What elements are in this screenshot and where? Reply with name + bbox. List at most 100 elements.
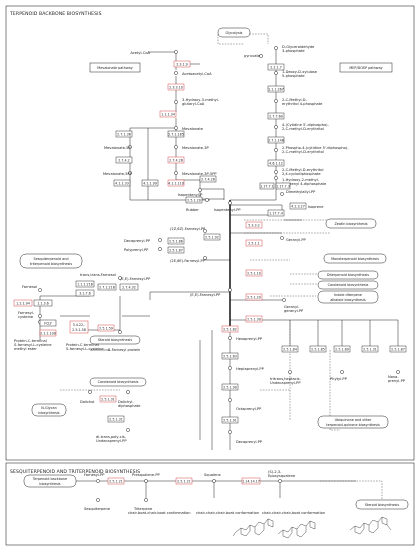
cpd-glyceraldehyde[interactable] (274, 46, 278, 50)
enzyme-2-5-1-10[interactable]: 2.5.1.10 (245, 269, 263, 277)
cpd-rubber[interactable] (205, 198, 209, 202)
map-ubiquinone[interactable]: Ubiquinone and other terpenoid-quinone b… (317, 415, 389, 429)
cpd-s-farnesyl-protein[interactable] (118, 330, 122, 334)
cpd-decaprenyl-pp[interactable] (158, 238, 162, 242)
enzyme-3-1-7-6[interactable]: 3.1.7.6 (75, 289, 95, 297)
enzyme-2-5-1-90[interactable]: 2.5.1.90 (221, 383, 239, 391)
cpd-dolichyl-pp[interactable] (126, 390, 130, 394)
cpd-decaprenyl-pp2[interactable] (228, 430, 232, 434)
map-sesqui-triterpenoid[interactable]: Sesquiterpenoid and triterpenoid biosynt… (19, 253, 83, 269)
map-mep-doxp[interactable]: MEP/DOXP pathway (339, 62, 393, 73)
enzyme-2-5-1-1[interactable]: 2.5.1.1 (245, 239, 263, 247)
enzyme-4-6-1-12[interactable]: 4.6.1.12 (267, 159, 285, 167)
enzyme-1-17-7-3[interactable]: 1.17.7.3 (275, 182, 291, 190)
cpd-nonaprenyl-pp[interactable] (396, 370, 400, 374)
enzyme-2-5-1-21[interactable]: 2.5.1.21 (107, 477, 125, 485)
enzyme-2-5-1-31-left[interactable]: 2.5.1.31 (99, 395, 117, 403)
cpd-undecaprenyl-pp[interactable] (126, 428, 130, 432)
cpd-acetyl-coa[interactable] (174, 50, 178, 54)
map-monoterpenoid[interactable]: Monoterpenoid biosynthesis (323, 253, 387, 264)
cpd-geranylgeranyl-pp[interactable] (282, 298, 286, 302)
cpd-octaprenyl-pp[interactable] (228, 398, 232, 402)
enzyme-2-5-1-89[interactable]: 2.5.1.89 (333, 345, 351, 353)
enzyme-2-5-1-31-left-b[interactable]: 2.5.1.31 (107, 415, 125, 423)
enzyme-4-2-3-27[interactable]: 4.2.3.27 (289, 202, 307, 210)
enzyme-1-1-3-6[interactable]: 1.1.3.6 (33, 299, 53, 307)
enzyme-2-5-1-31[interactable]: 2.5.1.31 (361, 345, 379, 353)
cpd-cdp-mep[interactable] (274, 148, 278, 152)
cpd-triterpene[interactable] (144, 498, 148, 502)
enzyme-2-3-3-10[interactable]: 2.3.3.10 (167, 83, 185, 91)
cpd-epoxysqualene[interactable] (278, 479, 282, 483)
cpd-hmg-coa[interactable] (174, 100, 178, 104)
enzyme-2-5-1-20[interactable]: 2.5.1.20 (185, 196, 203, 204)
cpd-mevalonate-3p5pp[interactable] (174, 171, 178, 175)
cpd-phytyl-pp[interactable] (340, 370, 344, 374)
enzyme-2-7-1-148[interactable]: 2.7.1.148 (267, 136, 285, 144)
map-terpenoid-backbone-bottom[interactable]: Terpenoid backbone biosynthesis (23, 474, 77, 488)
map-n-glycan[interactable]: N-Glycan biosynthesis (31, 403, 67, 417)
enzyme-1-1-1-216[interactable]: 1.1.1.216 (75, 280, 95, 288)
enzyme-4-1-1-110[interactable]: 4.1.1.110 (167, 179, 185, 187)
cpd-tetrahexa[interactable] (288, 370, 292, 374)
enzyme-2-5-1-82[interactable]: 2.5.1.82 (221, 325, 239, 333)
cpd-mep[interactable] (274, 99, 278, 103)
enzyme-2-5-1-83[interactable]: 2.5.1.83 (221, 352, 239, 360)
enzyme-2-7-4-26-b[interactable]: 2.7.4.26 (199, 175, 217, 183)
enzyme-2-5-1-87b[interactable]: 2.5.1.87 (389, 345, 407, 353)
map-carotenoid[interactable]: Carotenoid biosynthesis (317, 280, 379, 290)
enzyme-fcly[interactable]: FCLY (39, 319, 57, 327)
cpd-hmbpp[interactable] (274, 176, 278, 180)
enzyme-2-1-1-100[interactable]: 2.1.1.100 (39, 329, 57, 337)
cpd-isopentenyl-p[interactable] (198, 188, 202, 192)
cpd-mevalonate-3p[interactable] (174, 145, 178, 149)
cpd-mevalonate-5p[interactable] (128, 145, 132, 149)
enzyme-2-5-1-84[interactable]: 2.5.1.84 (281, 345, 299, 353)
enzyme-2-3-1-9[interactable]: 2.3.1.9 (173, 60, 191, 68)
cpd-polyprenyl-pp[interactable] (158, 247, 162, 251)
cpd-hexaprenyl-pp[interactable] (228, 336, 232, 340)
cpd-acetoacetyl-coa[interactable] (174, 71, 178, 75)
map-steroid-bottom[interactable]: Steroid biosynthesis (355, 499, 409, 510)
enzyme-4-1-1-33[interactable]: 4.1.1.33 (113, 179, 131, 187)
cpd-zz-farnesyl-pp[interactable] (203, 229, 207, 233)
enzyme-1-1-1-34[interactable]: 1.1.1.34 (159, 110, 177, 118)
enzyme-2-5-1-85[interactable]: 2.5.1.85 (309, 345, 327, 353)
enzyme-3-4-22-m[interactable]: 3.4.22.-2.5.1.58 (69, 320, 89, 334)
map-diterpenoid[interactable]: Diterpenoid biosynthesis (317, 270, 379, 280)
cpd-presqualene-pp[interactable] (144, 479, 148, 483)
cpd-mevalonate[interactable] (174, 126, 178, 130)
cpd-farnesyl-pp-b[interactable] (96, 479, 100, 483)
cpd-dolichol[interactable] (88, 390, 92, 394)
enzyme-2-5-1-87[interactable]: 2.5.1.87 (167, 246, 185, 254)
cpd-dxp[interactable] (274, 71, 278, 75)
enzyme-1-14-14-17[interactable]: 1.14.14.17 (241, 477, 261, 485)
enzyme-2-7-1-36[interactable]: 2.7.1.36 (115, 130, 133, 138)
enzyme-1-1-1-267[interactable]: 1.1.1.267 (267, 85, 285, 93)
enzyme-2-7-4-2[interactable]: 2.7.4.2 (115, 156, 133, 164)
map-indole-diterpene[interactable]: Indole diterpene alkaloid biosynthesis (317, 290, 379, 304)
cpd-dimethylallyl-pp[interactable] (280, 192, 284, 196)
enzyme-1-2-1-94[interactable]: 1.2.1.94 (13, 299, 33, 307)
enzyme-2-7-7-60[interactable]: 2.7.7.60 (267, 112, 285, 120)
cpd-farnesal[interactable] (38, 314, 42, 318)
enzyme-2-5-1-86[interactable]: 2.5.1.86 (167, 237, 185, 245)
enzyme-2-5-1-29[interactable]: 2.5.1.29 (245, 293, 263, 301)
map-carotenoid-2[interactable]: Carotenoid biosynthesis (89, 377, 147, 387)
cpd-trans-farnesol[interactable] (118, 276, 122, 280)
enzyme-2-7-4-26[interactable]: 2.7.4.26 (167, 156, 185, 164)
enzyme-4-1-1-99[interactable]: 4.1.1.99 (141, 179, 159, 187)
cpd-geranyl-pp[interactable] (280, 236, 284, 240)
enzyme-2-7-4-32[interactable]: 2.7.4.32 (119, 283, 139, 291)
cpd-heptaprenyl-pp[interactable] (228, 366, 232, 370)
cpd-sesquiterpene[interactable] (96, 498, 100, 502)
enzyme-5-3-3-2[interactable]: 5.3.3.2 (245, 221, 263, 229)
enzyme-2-7-1-216[interactable]: 2.7.1.216 (97, 283, 117, 291)
cpd-squalene[interactable] (212, 479, 216, 483)
enzyme-1-17-7-1[interactable]: 1.17.7.1 (259, 182, 275, 190)
cpd-isopentenyl-pp[interactable] (228, 201, 232, 205)
enzyme-2-7-1-36-b[interactable]: 2.7.1.185 (167, 130, 185, 138)
enzyme-2-5-1-21-b[interactable]: 2.5.1.21 (175, 477, 193, 485)
cpd-mevalonate-5pp[interactable] (128, 171, 132, 175)
enzyme-2-5-1-92[interactable]: 2.5.1.92 (203, 233, 221, 241)
